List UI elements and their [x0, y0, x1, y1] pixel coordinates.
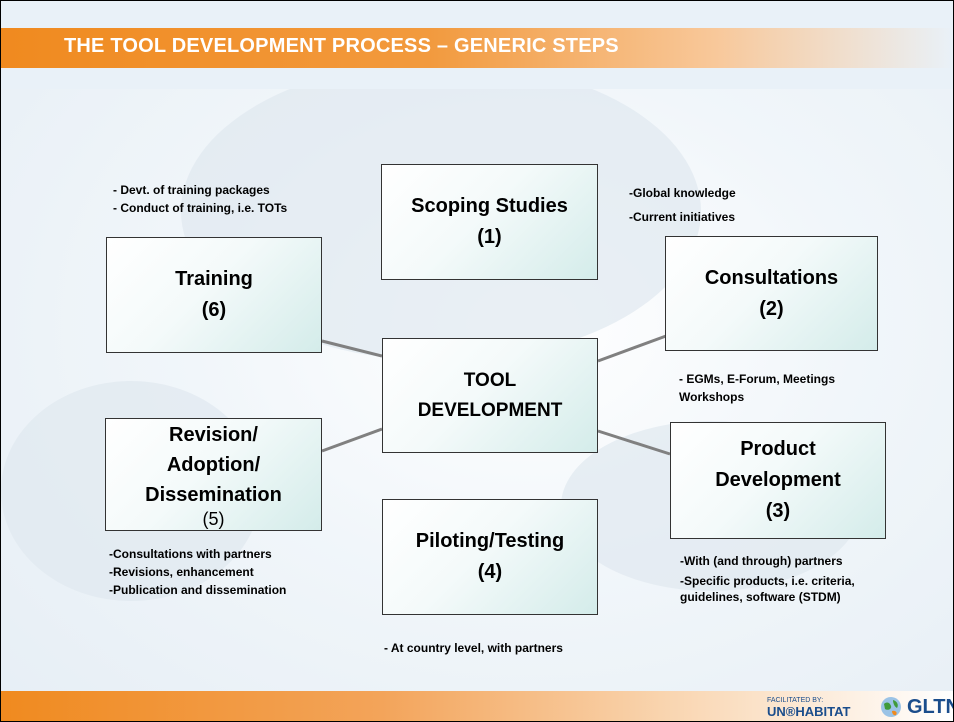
note-consultations: - EGMs, E-Forum, Meetings Workshops: [679, 370, 835, 406]
note-line: - Devt. of training packages: [113, 183, 270, 197]
step-label: Training: [175, 268, 253, 290]
step-number: (5): [202, 508, 225, 529]
note-line: -Publication and dissemination: [109, 583, 287, 597]
step-label: Adoption/: [166, 453, 261, 476]
note-line: - Conduct of training, i.e. TOTs: [113, 201, 288, 215]
note-line: -Current initiatives: [629, 210, 736, 224]
note-product: -With (and through) partners -Specific p…: [680, 553, 855, 605]
step-number: (1): [477, 226, 502, 248]
center-label: TOOL: [463, 370, 517, 392]
connector-training: [321, 339, 383, 358]
center-box-tool-development: TOOL DEVELOPMENT: [382, 338, 598, 453]
connector-consultations: [597, 334, 667, 363]
connector-product: [597, 429, 671, 456]
step-label: Piloting/Testing: [415, 530, 565, 552]
note-line: - At country level, with partners: [384, 641, 563, 655]
step-number: (4): [477, 561, 503, 583]
footer-band: [1, 691, 953, 721]
center-label: DEVELOPMENT: [417, 399, 563, 421]
note-revision: -Consultations with partners -Revisions,…: [109, 545, 286, 599]
note-line: -Consultations with partners: [109, 547, 272, 561]
note-scoping: -Global knowledge -Current initiatives: [629, 181, 736, 229]
step-label: Consultations: [704, 266, 839, 289]
step-label: Dissemination: [145, 483, 282, 506]
note-line: guidelines, software (STDM): [680, 590, 841, 604]
partner-logo: FACILITATED BY: UN®HABITAT GLTN: [767, 694, 953, 720]
step-label: Revision/: [169, 423, 258, 446]
note-training: - Devt. of training packages - Conduct o…: [113, 181, 287, 217]
gltn-globe-icon: [881, 697, 901, 717]
note-line: -Specific products, i.e. criteria,: [680, 574, 855, 588]
step-number: (2): [759, 297, 784, 320]
note-line: -With (and through) partners: [680, 554, 843, 568]
step-number: (3): [765, 500, 791, 522]
step-label: Scoping Studies: [411, 195, 568, 217]
step-box-piloting-testing: Piloting/Testing (4): [382, 499, 598, 615]
note-line: Workshops: [679, 390, 745, 404]
note-line: -Global knowledge: [629, 186, 736, 200]
step-box-product-development: Product Development (3): [670, 422, 886, 539]
step-label: Product: [740, 438, 816, 460]
logo-facilitated-text: FACILITATED BY:: [767, 697, 824, 704]
note-line: -Revisions, enhancement: [109, 565, 254, 579]
connector-revision: [321, 427, 383, 453]
step-box-scoping-studies: Scoping Studies (1): [381, 164, 598, 280]
note-line: - EGMs, E-Forum, Meetings: [679, 372, 836, 386]
slide-title: THE TOOL DEVELOPMENT PROCESS – GENERIC S…: [64, 35, 619, 57]
title-bar: [1, 28, 953, 68]
step-box-consultations: Consultations (2): [665, 236, 878, 351]
step-label: Development: [715, 469, 841, 491]
step-box-revision: Revision/ Adoption/ Dissemination (5): [105, 418, 322, 531]
step-number: (6): [201, 299, 227, 321]
gltn-logo-text: GLTN: [907, 696, 953, 718]
note-piloting: - At country level, with partners: [384, 639, 563, 657]
un-habitat-logo: UN®HABITAT: [767, 704, 851, 719]
step-box-training: Training (6): [106, 237, 322, 353]
